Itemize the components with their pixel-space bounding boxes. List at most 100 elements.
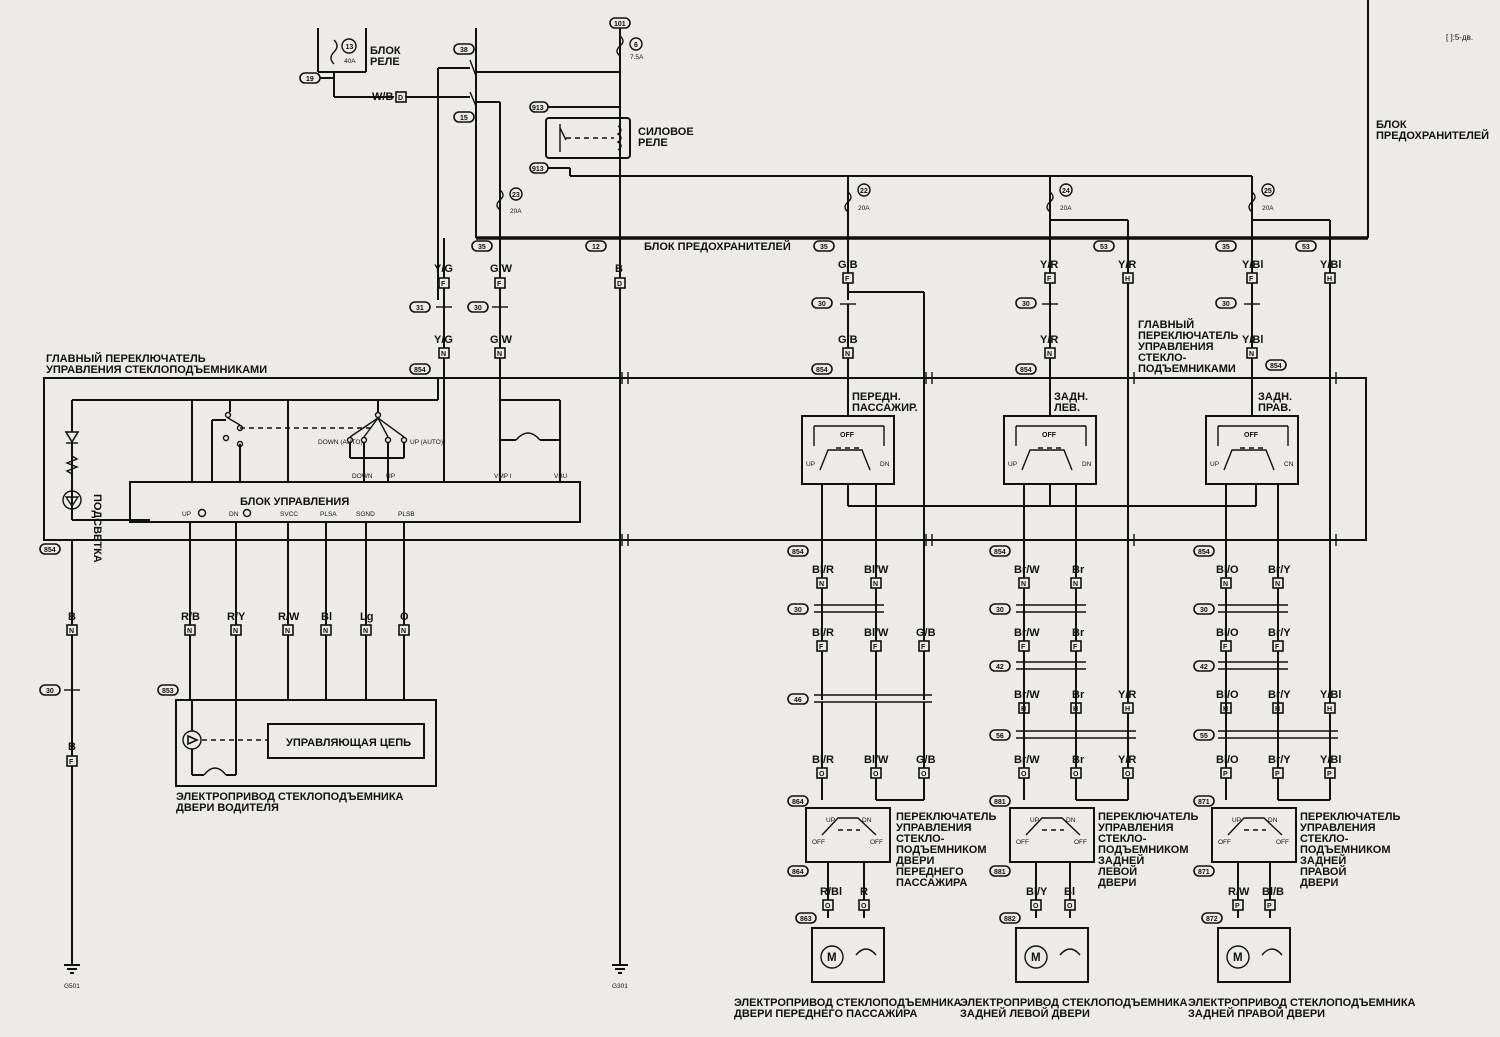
wire-gb-4: G/B [916,754,936,766]
door-variant-note: [ ]:5-дв. [1446,33,1473,42]
door-sw-fp-dn: DN [862,817,872,824]
conn-871-b: 871 [1198,869,1210,876]
conn-42-a: 42 [996,664,1004,671]
wire-b-1: B [615,263,623,275]
conn-854-c1: 854 [816,367,828,374]
conn-f-c2a: F [1047,276,1052,283]
wire-gw-2: G/W [490,334,513,346]
conn-35-c: 35 [1222,244,1230,251]
sw-rr-box [1205,415,1299,485]
door-sw-rr-up: UP [1232,817,1241,824]
wire-brw-4: Br/W [1014,754,1040,766]
wire-rb: R/B [181,611,200,623]
wire-b-3: B [68,741,76,753]
conn-35-a: 35 [478,244,486,251]
conn-15: 15 [460,115,468,122]
door-sw-fp-off1: OFF [812,839,825,846]
door-sw-fp-box [805,807,891,863]
conn-p-c3b: P [1275,771,1280,778]
door-sw-rl-off1: OFF [1016,839,1029,846]
conn-854-c3: 854 [1270,363,1282,370]
down-auto-label: DOWN (AUTO) [318,439,363,446]
conn-o-c2c: O [1125,771,1131,778]
fuse-box-bus-label: БЛОК ПРЕДОХРАНИТЕЛЕЙ [644,240,791,253]
conn-n-1: N [441,351,446,358]
conn-n-c2c: N [1073,581,1078,588]
power-relay [545,117,631,159]
conn-n-d4: N [323,628,328,635]
vbu-label: VBU [554,473,568,480]
fuse-24-rating: 20A [1060,205,1072,212]
conn-f-c1a: F [845,276,850,283]
wire-blo-3: Bl/O [1216,689,1239,701]
door-sw-fp-4: ПОДЪЕМНИКОМ [896,844,987,856]
conn-n-c3a: N [1249,351,1254,358]
fuse-22-rating: 20A [858,205,870,212]
fuse-24-num: 24 [1062,188,1070,195]
wire-gb-1: G/B [838,259,858,271]
motor-rl-icon: M [1031,952,1041,964]
wire-wb: W/B [372,91,393,103]
driver-motor-box [175,699,437,787]
fuse-24: 24 20A [1046,176,1129,238]
pin-svcc: SVCC [280,511,298,518]
fuse-block-top: 38 15 101 6 7.5A 913 913 СИЛОВОЕ РЕЛЕ 23… [437,0,1489,300]
vmp-label: VMP I [494,473,512,480]
conn-o-c1c: O [921,771,927,778]
sw-rl-up: UP [1008,461,1017,468]
conn-30-c2b: 30 [996,607,1004,614]
feed-wires-main: Y/G F 31 Y/G N G/W F 30 G/W N B D G301 [409,238,628,990]
conn-n-c2a: N [1047,351,1052,358]
control-circuit-label: УПРАВЛЯЮЩАЯ ЦЕПЬ [286,737,411,749]
control-unit [129,481,581,523]
door-sw-rl-up: UP [1030,817,1039,824]
motor-rl-label-1: ЭЛЕКТРОПРИВОД СТЕКЛОПОДЪЕМНИКА [960,997,1188,1009]
conn-854-b: 854 [44,547,56,554]
conn-53-b: 53 [1302,244,1310,251]
conn-19: 19 [306,76,314,83]
door-sw-rr-off2: OFF [1276,839,1289,846]
relay-box: 13 40A БЛОК РЕЛЕ 19 W/B D [299,28,470,103]
conn-f-1: F [441,281,446,288]
conn-f-c1b: F [819,644,824,651]
wire-bl-2: Bl [1064,886,1075,898]
conn-f-c3a: F [1249,276,1254,283]
wire-rw: R/W [278,611,300,623]
door-sw-fp-up: UP [826,817,835,824]
wire-blw-1: Bl/W [864,564,889,576]
door-sw-rr-4: ПОДЪЕМНИКОМ [1300,844,1391,856]
sw-rr-label-2: ПРАВ. [1258,402,1291,414]
front-passenger-circuit: G/B F 30 G/B N 854 ПЕРЕДН. ПАССАЖИР. OFF… [734,238,1256,1020]
driver-motor-label-2: ДВЕРИ ВОДИТЕЛЯ [176,802,279,814]
motor-rr-icon: M [1233,952,1243,964]
fuse-25-num: 25 [1264,188,1272,195]
door-sw-rl-off2: OFF [1074,839,1087,846]
control-unit-label: БЛОК УПРАВЛЕНИЯ [240,496,349,508]
conn-p-c3a: P [1223,771,1228,778]
pin-plsa: PLSA [320,511,337,518]
fuse-22-num: 22 [860,188,868,195]
conn-n-d5: N [363,628,368,635]
pin-dn: DN [229,511,239,518]
wire-br-1: Br [1072,564,1085,576]
sw-fp-label-1: ПЕРЕДН. [852,391,901,403]
conn-o-c2b: O [1073,771,1079,778]
conn-30-c2: 30 [1022,301,1030,308]
sw-rr-cn: CN [1284,461,1294,468]
conn-913a: 913 [532,105,544,112]
wire-bl: Bl [321,611,332,623]
conn-38: 38 [460,47,468,54]
power-relay-label-1: СИЛОВОЕ [638,126,694,138]
sw-rl-label-1: ЗАДН. [1054,391,1088,403]
door-sw-rr-box [1211,807,1297,863]
conn-n-c1a: N [845,351,850,358]
wire-bry-3: Br/Y [1268,689,1291,701]
door-sw-rr-3: СТЕКЛО- [1300,833,1349,845]
fuse-25: 25 20A [1248,176,1331,238]
conn-871-a: 871 [1198,799,1210,806]
rear-left-circuit: Y/R F 30 Y/R N 854 Y/R H ЗАДН. ЛЕВ. OFF … [960,238,1198,1020]
door-sw-fp-5: ДВЕРИ [896,855,934,867]
up-auto-label: UP (AUTO) [410,439,443,446]
